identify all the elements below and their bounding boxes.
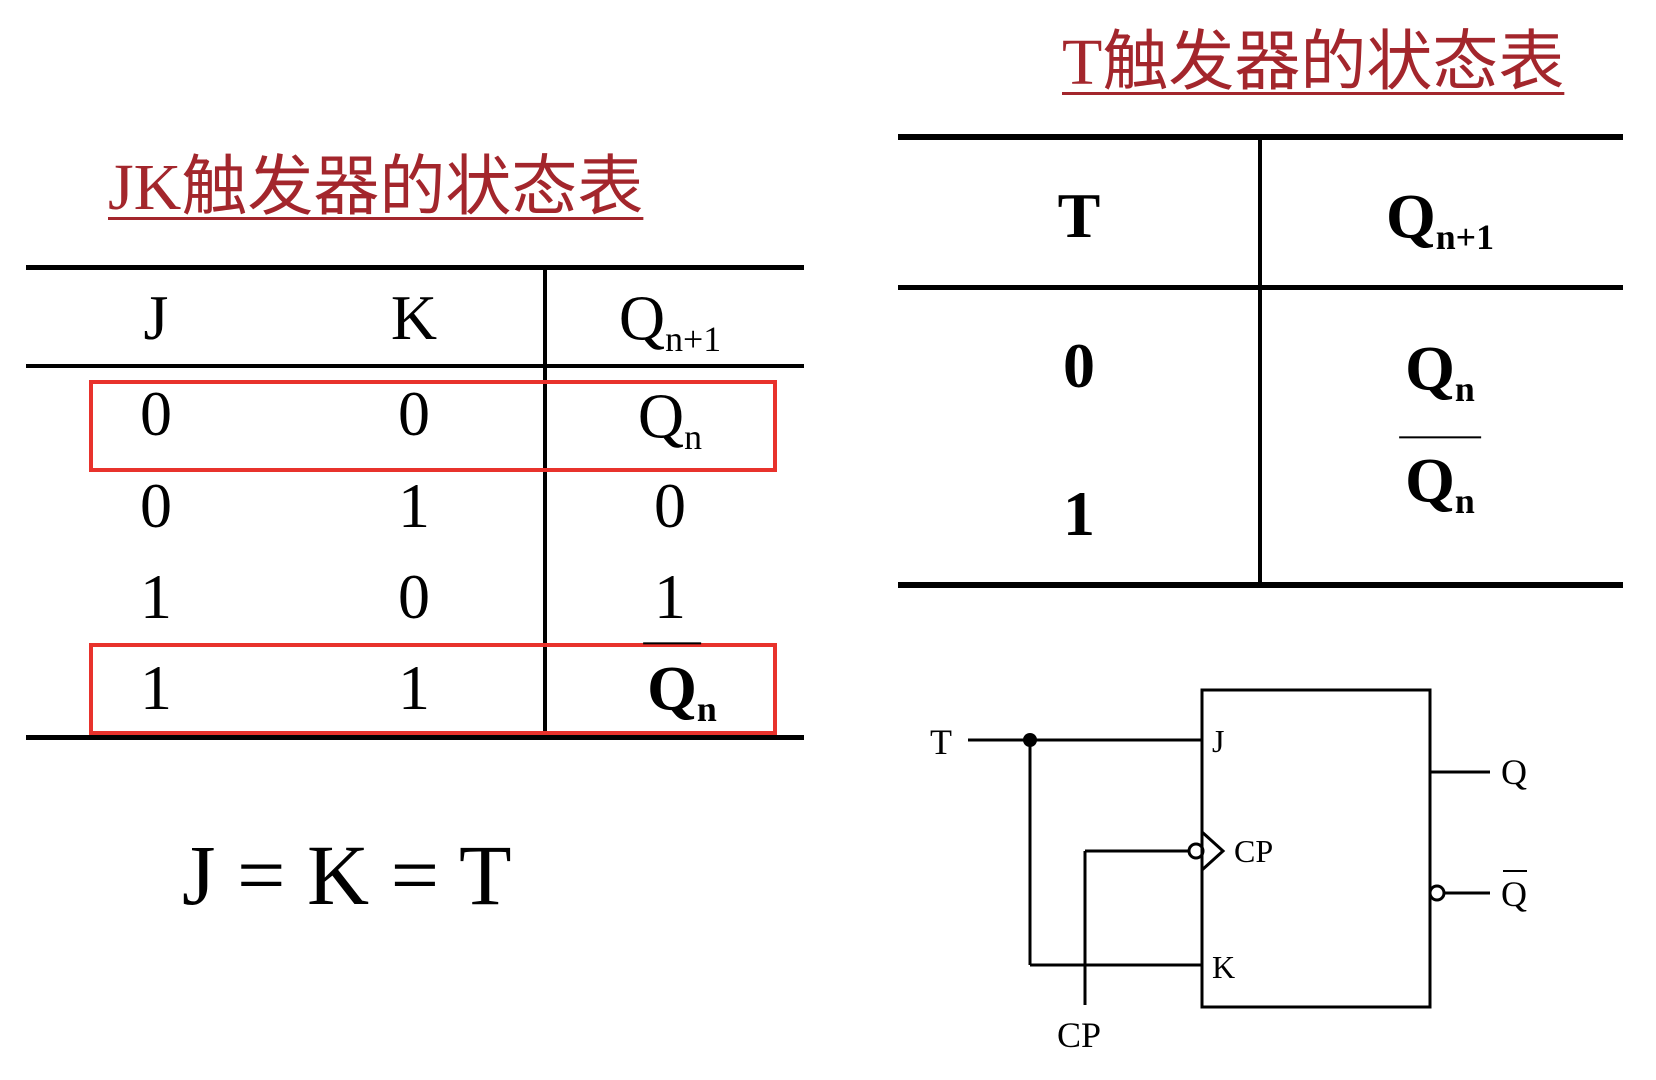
t-row2-q-main: Q xyxy=(1399,436,1481,512)
jk-row2-q: 0 xyxy=(654,470,686,541)
equation: J = K = T xyxy=(182,827,512,923)
circuit-output-q: Q xyxy=(1501,752,1527,792)
jk-row4-k: 1 xyxy=(398,652,430,723)
t-table-divider xyxy=(1258,138,1262,584)
jk-row-highlight-4 xyxy=(89,643,777,735)
jk-table-bottom-rule xyxy=(26,735,804,740)
jk-table-divider xyxy=(543,270,547,738)
qbar-inversion-bubble xyxy=(1428,884,1446,902)
jk-row1-j: 0 xyxy=(140,378,172,449)
t-row2-q: Qn xyxy=(1399,436,1481,521)
t-row1-t: 0 xyxy=(1063,330,1095,401)
jk-header-j: J xyxy=(143,282,169,353)
jk-row3-k: 0 xyxy=(398,561,430,632)
jk-row4-q-subscript: n xyxy=(696,688,717,729)
circuit-pin-cp: CP xyxy=(1234,833,1273,869)
circuit-output-qbar: Q xyxy=(1501,874,1527,914)
jk-table-header-rule xyxy=(26,364,804,368)
jk-header-q: Q xyxy=(618,282,666,354)
circuit-input-cp: CP xyxy=(1057,1015,1101,1055)
t-row2-t: 1 xyxy=(1063,478,1095,549)
circuit-input-t: T xyxy=(930,722,952,762)
cp-inversion-bubble xyxy=(1187,842,1205,860)
jk-row3-j: 1 xyxy=(140,561,172,632)
jk-row2-k: 1 xyxy=(398,470,430,541)
t-row1-q-main: Q xyxy=(1405,332,1455,404)
jk-table-top-rule xyxy=(26,265,804,270)
t-header-t: T xyxy=(1057,180,1101,251)
circuit-pin-k: K xyxy=(1212,949,1235,985)
t-table-top-rule xyxy=(898,134,1623,140)
jk-header-qn1: Qn+1 xyxy=(619,286,721,357)
t-row2-q-subscript: n xyxy=(1454,480,1475,521)
t-header-q: Q xyxy=(1385,180,1436,252)
t-table-bottom-rule xyxy=(898,582,1623,588)
jk-row1-q-main: Q xyxy=(637,380,685,452)
jk-row1-k: 0 xyxy=(398,378,430,449)
jk-row-highlight-1 xyxy=(89,380,777,472)
t-header-qn1: Qn+1 xyxy=(1386,184,1494,255)
jk-row1-q-subscript: n xyxy=(684,416,703,457)
t-table-title: T触发器的状态表 xyxy=(1062,26,1565,99)
jk-row4-j: 1 xyxy=(140,652,172,723)
t-row1-q: Qn xyxy=(1405,336,1475,407)
jk-header-k: K xyxy=(390,282,438,353)
jk-row2-j: 0 xyxy=(140,470,172,541)
t-header-q-subscript: n+1 xyxy=(1435,216,1495,257)
jk-row4-q-main: Q xyxy=(643,642,701,720)
jk-header-q-subscript: n+1 xyxy=(665,318,722,359)
jk-row1-q: Qn xyxy=(638,384,702,455)
jk-table-title: JK触发器的状态表 xyxy=(108,151,644,224)
clock-edge-indicator xyxy=(1200,830,1226,872)
circuit-pin-j: J xyxy=(1212,723,1224,759)
t-row1-q-subscript: n xyxy=(1454,368,1475,409)
junction-dot xyxy=(1023,733,1037,747)
jk-row4-q: Qn xyxy=(643,642,717,729)
jk-row3-q: 1 xyxy=(654,561,686,632)
